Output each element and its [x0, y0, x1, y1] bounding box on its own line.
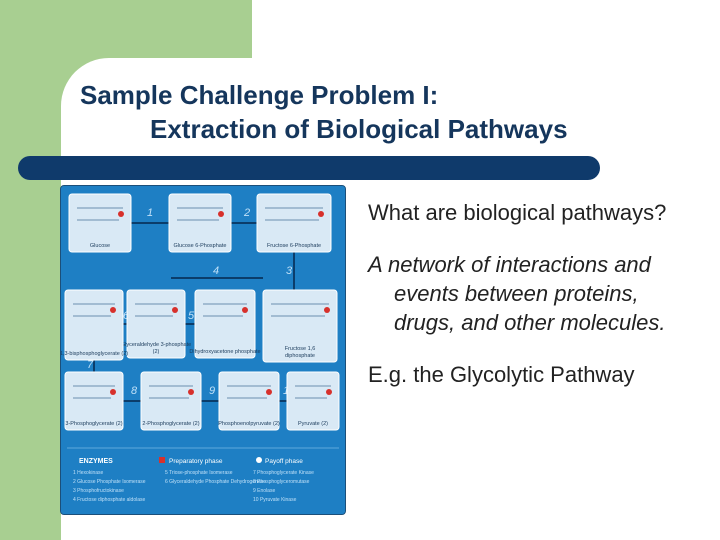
slide-title: Sample Challenge Problem I: Extraction o… [80, 78, 700, 146]
molecule-label: diphosphate [285, 353, 315, 359]
legend-title: ENZYMES [79, 458, 113, 465]
phosphate-icon [218, 211, 224, 217]
title-line-2: Extraction of Biological Pathways [150, 114, 568, 144]
enzyme-entry: 1 Hexokinase [73, 470, 104, 476]
enzyme-entry: 9 Enolase [253, 488, 275, 494]
phase-label: Payoff phase [265, 458, 303, 465]
step-number-4: 4 [213, 265, 219, 277]
phosphate-icon [318, 211, 324, 217]
phosphate-icon [324, 307, 330, 313]
molecule-label: Fructose 6-Phosphate [267, 243, 321, 249]
molecule-label: Fructose 1,6 [285, 346, 316, 352]
molecule-label: Glucose 6-Phosphate [174, 243, 227, 249]
definition-text: A network of interactions and events bet… [368, 252, 666, 335]
molecule-label: Dihydroxyacetone phosphate [189, 349, 260, 355]
phosphate-icon [326, 389, 332, 395]
molecule-box [194, 289, 256, 359]
enzyme-entry: 3 Phosphofructokinase [73, 488, 124, 494]
phosphate-icon [242, 307, 248, 313]
step-number-5: 5 [188, 310, 195, 322]
step-number-1: 1 [147, 207, 153, 219]
molecule-label: Pyruvate (2) [298, 421, 328, 427]
title-line-1: Sample Challenge Problem I: [80, 80, 439, 110]
phase-square-icon [159, 457, 165, 463]
molecule-label: 3-Phosphoglycerate (2) [65, 421, 122, 427]
step-number-9: 9 [209, 385, 215, 397]
enzyme-entry: 2 Glucose Phosphate Isomerase [73, 479, 146, 485]
step-number-8: 8 [131, 385, 138, 397]
step-number-2: 2 [243, 207, 250, 219]
molecule-label: (2) [153, 349, 160, 355]
slide-content: What are biological pathways? A network … [368, 198, 698, 412]
example-text: E.g. the Glycolytic Pathway [368, 362, 635, 387]
molecule-box [262, 289, 338, 363]
enzyme-entry: 4 Fructose diphosphate aldolase [73, 497, 145, 503]
phase-label: Preparatory phase [169, 458, 223, 465]
phosphate-icon [172, 307, 178, 313]
enzyme-entry: 8 Phosphoglyceromutase [253, 479, 310, 485]
molecule-label: Glyceraldehyde 3-phosphate [121, 342, 191, 348]
molecule-box [64, 289, 124, 361]
molecule-label: Glucose [90, 243, 110, 249]
step-number-3: 3 [286, 265, 293, 277]
glycolysis-pathway-diagram: 12345678910GlucoseGlucose 6-PhosphateFru… [60, 185, 346, 515]
question-text: What are biological pathways? [368, 200, 667, 225]
phosphate-icon [266, 389, 272, 395]
molecule-label: 1,3-bisphosphoglycerate (2) [61, 351, 128, 357]
phase-circle-icon [256, 457, 262, 463]
molecule-label: 2-Phosphoglycerate (2) [142, 421, 199, 427]
pathway-diagram-svg: 12345678910GlucoseGlucose 6-PhosphateFru… [61, 186, 345, 514]
enzyme-entry: 6 Glyceraldehyde Phosphate Dehydrogenase [165, 479, 266, 485]
phosphate-icon [188, 389, 194, 395]
title-underline-bar [18, 156, 600, 180]
enzyme-entry: 10 Pyruvate Kinase [253, 497, 297, 503]
phosphate-icon [118, 211, 124, 217]
molecule-label: Phosphoenolpyruvate (2) [218, 421, 280, 427]
enzyme-entry: 5 Triose-phosphate Isomerase [165, 470, 233, 476]
molecule-box [126, 289, 186, 359]
phosphate-icon [110, 307, 116, 313]
enzyme-entry: 7 Phosphoglycerate Kinase [253, 470, 314, 476]
step-number-7: 7 [87, 359, 94, 371]
phosphate-icon [110, 389, 116, 395]
